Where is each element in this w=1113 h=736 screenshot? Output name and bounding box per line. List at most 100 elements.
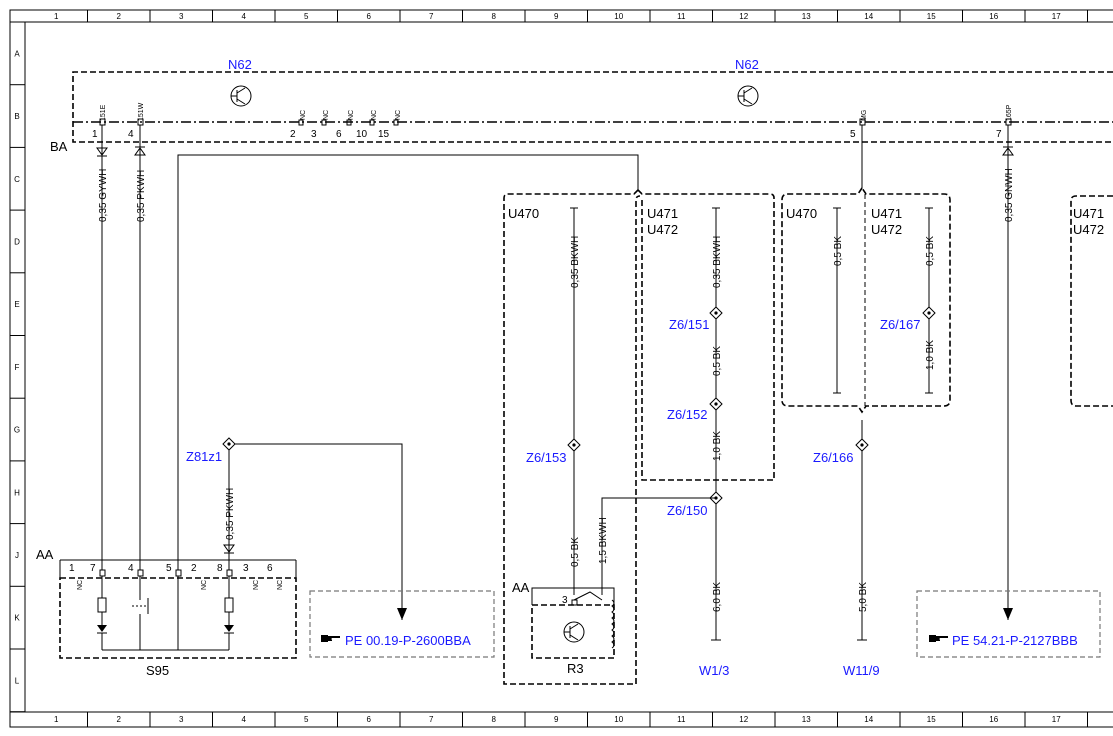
column-label: 12	[739, 12, 748, 21]
variant-label: U470	[786, 206, 817, 221]
splice-label: Z81z1	[186, 449, 222, 464]
column-label: 14	[864, 12, 873, 21]
row-label: F	[15, 363, 20, 372]
splice-label: Z6/166	[813, 450, 853, 465]
variant-label: U472	[1073, 222, 1104, 237]
pin-signal: MG	[861, 110, 868, 121]
s95-label: S95	[146, 663, 169, 678]
row-label: A	[14, 49, 20, 58]
column-label: 14	[864, 715, 873, 724]
row-label: J	[15, 551, 19, 560]
splice-label: Z6/153	[526, 450, 566, 465]
variant-group-c: U471 U472	[1070, 195, 1113, 407]
column-label: 10	[614, 715, 623, 724]
s95-pin-number: 2	[191, 563, 197, 574]
aa-label-right: AA	[512, 580, 530, 595]
splice-label: Z6/150	[667, 503, 707, 518]
reference-link-2127bbb[interactable]: PE 54.21-P-2127BBB	[916, 590, 1101, 658]
column-label: 15	[927, 715, 936, 724]
pin-signal: NC	[277, 580, 284, 590]
column-label: 6	[367, 715, 372, 724]
s95-pin-number: 6	[267, 563, 273, 574]
row-label: B	[14, 112, 19, 121]
wire-label: 0,35 BKWH	[712, 236, 723, 288]
pin-signal: 151W	[138, 102, 145, 121]
row-label: H	[14, 488, 20, 497]
transistor-icon	[230, 85, 252, 107]
wires-s95: 0,35 GYWH 0,35 PKWH 0,35 PKWH	[96, 125, 639, 620]
r3-pin-number: 3	[562, 595, 568, 606]
variant-label: U472	[647, 222, 678, 237]
pin-signal: NC	[348, 110, 355, 120]
column-label: 15	[927, 12, 936, 21]
column-label: 1	[54, 715, 59, 724]
s95-pin-number: 1	[69, 563, 75, 574]
variant-label: U470	[508, 206, 539, 221]
n62-label-right: N62	[735, 57, 759, 72]
column-label: 3	[179, 715, 184, 724]
pin-number: 6	[336, 129, 342, 140]
splice-z81z1: Z81z1	[186, 437, 236, 464]
row-label: G	[14, 426, 20, 435]
column-label: 5	[304, 715, 309, 724]
drawing-frame	[9, 9, 1113, 728]
variant-group-b: U470 U471 U472 0,5 BK 0,5 BK Z6/167 1,0 …	[781, 125, 951, 678]
wire-label: 0,35 GYWH	[98, 169, 109, 222]
column-label: 11	[677, 12, 686, 21]
column-label: 2	[117, 715, 122, 724]
s95-pin-number: 3	[243, 563, 249, 574]
wire-label: 1,0 BK	[712, 431, 723, 461]
column-label: 16	[989, 12, 998, 21]
transistor-icon	[737, 85, 759, 107]
column-label: 7	[429, 715, 434, 724]
pin-number: 3	[311, 129, 317, 140]
pin-signal: NC	[253, 580, 260, 590]
column-label: 13	[802, 12, 811, 21]
column-label: 17	[1052, 12, 1061, 21]
pin-number: 5	[850, 129, 856, 140]
wire-label: 0,5 BK	[570, 537, 581, 567]
splice-label: Z6/152	[667, 407, 707, 422]
pin-signal: NC	[77, 580, 84, 590]
pin-number: 15	[378, 129, 390, 140]
ground-label: W1/3	[699, 663, 729, 678]
pin-signal: NC	[371, 110, 378, 120]
pointing-hand-icon	[929, 635, 948, 642]
aa-label-left: AA	[36, 547, 54, 562]
s95-pin-number: 8	[217, 563, 223, 574]
column-label: 11	[677, 715, 686, 724]
wire-label: 0,5 BK	[833, 236, 844, 266]
column-label: 2	[117, 12, 122, 21]
column-label: 9	[554, 715, 559, 724]
row-label: D	[14, 237, 20, 246]
column-label: 10	[614, 12, 623, 21]
n62-connector: 151E 1 151W 4 NC 2 NC 3 NC 6 NC 10 NC 15…	[92, 102, 1013, 140]
wire-label: 0,35 PKWH	[225, 488, 236, 540]
wire-label: 0,5 BK	[712, 346, 723, 376]
variant-label: U471	[871, 206, 902, 221]
row-label: K	[14, 614, 20, 623]
wire-label: 6,0 BK	[712, 582, 723, 612]
column-label: 12	[739, 715, 748, 724]
reference-text: PE 00.19-P-2600BBA	[345, 633, 471, 648]
column-label: 1	[54, 12, 59, 21]
pin-number: 2	[290, 129, 296, 140]
pin-number: 1	[92, 129, 98, 140]
variant-label: U472	[871, 222, 902, 237]
reference-link-2600bba[interactable]: PE 00.19-P-2600BBA	[309, 590, 495, 658]
wire-label: 0,35 BKWH	[570, 236, 581, 288]
column-label: 8	[492, 715, 497, 724]
pin-number: 4	[128, 129, 134, 140]
pin-number: 10	[356, 129, 368, 140]
column-label: 3	[179, 12, 184, 21]
wire-label: 1,5 BKWH	[598, 517, 609, 564]
column-label: 13	[802, 715, 811, 724]
column-label: 4	[242, 12, 247, 21]
wire-label: 1,0 BK	[925, 340, 936, 370]
variant-label: U471	[647, 206, 678, 221]
pin-signal: 151E	[100, 104, 107, 121]
